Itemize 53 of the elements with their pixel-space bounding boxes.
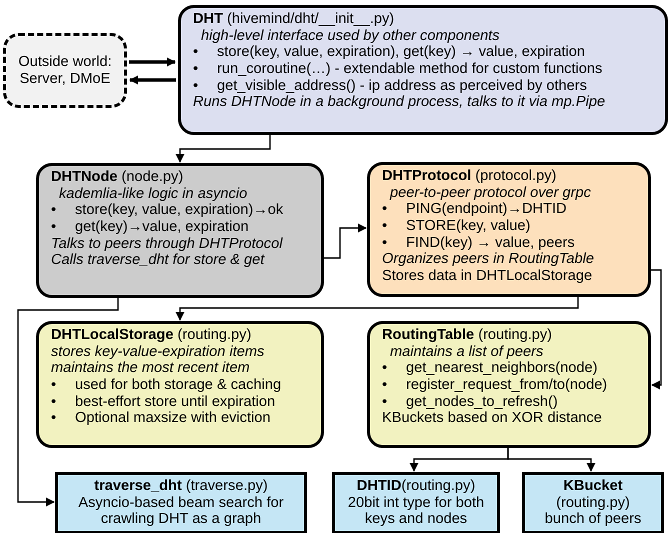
component-title: RoutingTable (routing.py) (382, 327, 554, 344)
component-title: DHT (hivemind/dht/__init__.py) (193, 11, 396, 28)
component-title: DHTLocalStorage (routing.py) (51, 327, 252, 344)
list-item: • STORE(key, value) (382, 218, 532, 234)
component-note: Talks to peers through DHTProtocol (51, 236, 284, 252)
component-box (178, 5, 668, 135)
list-item: • get(key)→value, expiration (51, 218, 250, 236)
component-note: Stores data in DHTLocalStorage (382, 268, 594, 284)
component-title: traverse_dht (traverse.py) (93, 478, 269, 495)
module-box (332, 472, 500, 533)
list-item: • FIND(key) → value, peers (382, 234, 576, 252)
arrow (129, 76, 176, 84)
component-box (367, 321, 651, 448)
list-item: • store(key, value, expiration)→ok (51, 202, 284, 219)
arrow (507, 448, 596, 472)
list-item: • get_visible_address() - ip address as perceived by others (193, 78, 588, 94)
component-note: 20bit int type for both keys and nodes (346, 494, 486, 528)
arrow (324, 224, 367, 259)
list-item: • register_request_from/to(node) (382, 376, 608, 394)
component-box (367, 162, 651, 297)
component-note: KBuckets based on XOR distance (382, 410, 603, 427)
component-title: DHTNode (node.py) (51, 169, 184, 186)
arrow (176, 297, 579, 321)
component-box (36, 321, 324, 448)
arrow (651, 269, 662, 390)
list-item: • get_nodes_to_refresh() (382, 394, 559, 410)
component-description: maintains a list of peers (389, 344, 544, 360)
component-description: peer-to-peer protocol over grpc (388, 184, 592, 202)
component-title: DHTID(routing.py) (356, 478, 476, 495)
list-item: • run_coroutine(…) - extendable method for custom functions (193, 60, 604, 78)
list-item: • store(key, value, expiration), get(key) → value, expiration (193, 44, 586, 61)
component-note: Calls traverse_dht for store & get (51, 252, 266, 269)
component-description: high-level interface used by other components (200, 28, 501, 44)
list-item: • Optional maxsize with eviction (51, 410, 272, 427)
arrow (17, 298, 119, 506)
component-note: bunch of peers (544, 511, 642, 528)
arrow (176, 135, 271, 163)
component-box (36, 163, 324, 298)
component-title: KBucket (routing.py) (555, 478, 631, 512)
list-item: • used for both storage & caching (51, 376, 282, 394)
module-box (55, 472, 307, 533)
external-system-box (3, 33, 127, 108)
arrow (129, 58, 176, 66)
component-note: Outside world: Server, DMoE (17, 54, 113, 88)
list-item: • best-effort store until expiration (51, 394, 276, 410)
component-note: Runs DHTNode in a background process, talks to it via mp.Pipe (193, 94, 606, 111)
module-box (522, 472, 664, 533)
component-note: Organizes peers in RoutingTable (382, 251, 596, 268)
component-description: kademlia-like logic in asyncio (58, 186, 248, 202)
list-item: • get_nearest_neighbors(node) (382, 360, 598, 377)
component-note: Asyncio-based beam search for crawling DHT as a graph (77, 494, 285, 528)
component-title: DHTProtocol (protocol.py) (382, 168, 558, 185)
list-item: • PING(endpoint)→DHTID (382, 201, 568, 218)
